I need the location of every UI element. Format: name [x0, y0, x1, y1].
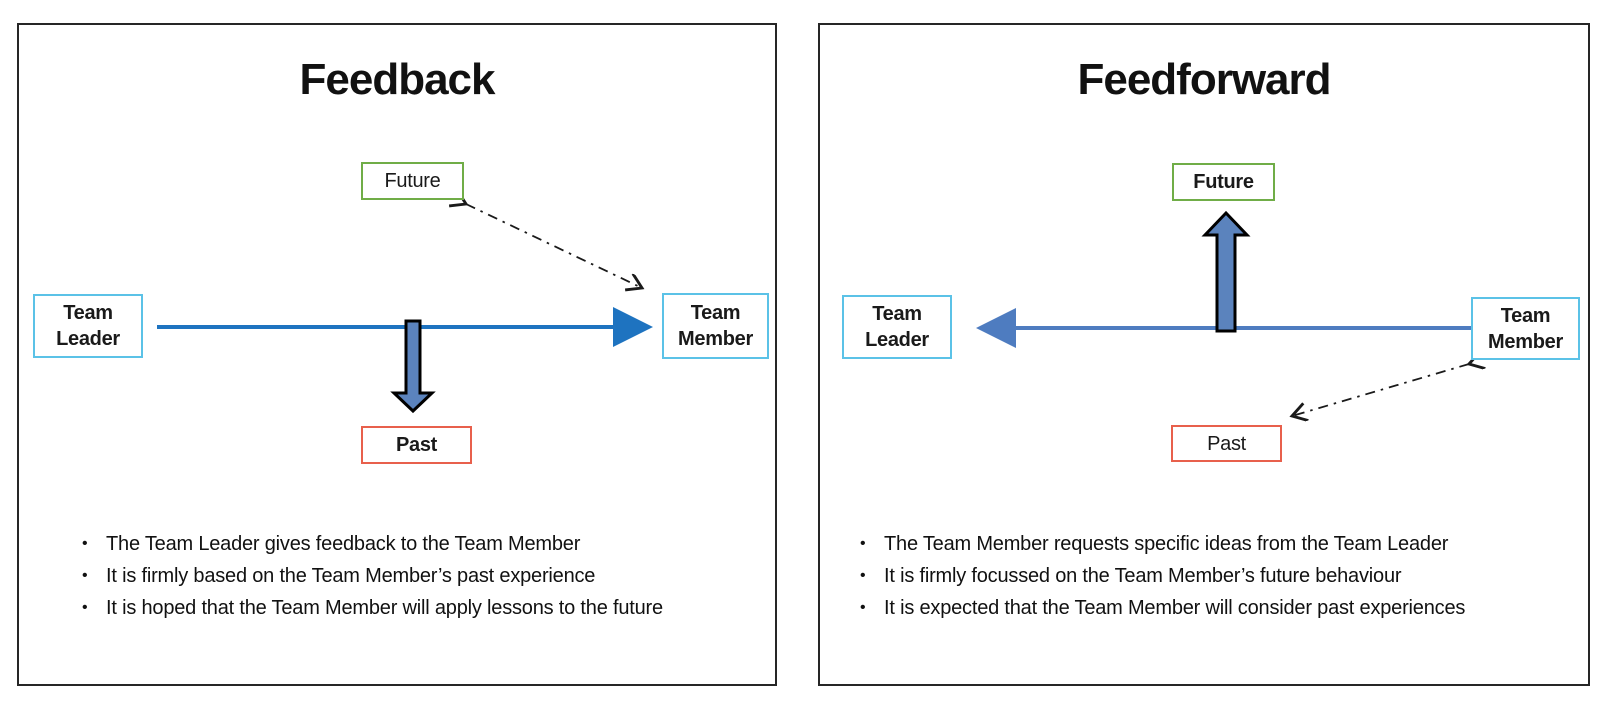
team-member-box: Team Member: [662, 293, 769, 359]
bullet-text: The Team Member requests specific ideas …: [884, 533, 1449, 555]
bullet-text: It is firmly based on the Team Member’s …: [106, 565, 596, 587]
past-label: Past: [395, 434, 438, 456]
team-leader-box: Team Leader: [33, 294, 143, 358]
team-leader-box: Team Leader: [842, 295, 952, 359]
future-label: Future: [1193, 171, 1254, 193]
feedforward-bullet-list: • The Team Member requests specific idea…: [820, 528, 1580, 624]
future-box: Future: [361, 162, 464, 200]
bullet-text: It is hoped that the Team Member will ap…: [106, 597, 663, 619]
bullet-text: The Team Leader gives feedback to the Te…: [106, 533, 581, 555]
bullet-icon: •: [860, 599, 866, 616]
future-box: Future: [1172, 163, 1275, 201]
list-item: • It is hoped that the Team Member will …: [82, 592, 767, 624]
feedforward-panel: Feedforward Future Team Leader: [818, 23, 1590, 686]
team-member-box: Team Member: [1471, 297, 1580, 360]
team-leader-label: Team Leader: [865, 303, 929, 351]
team-leader-label: Team Leader: [56, 302, 120, 350]
past-label: Past: [1207, 432, 1246, 455]
up-block-arrow-icon: [1201, 210, 1251, 333]
bullet-icon: •: [82, 599, 88, 616]
past-box: Past: [1171, 425, 1282, 462]
bullet-icon: •: [82, 535, 88, 552]
list-item: • It is firmly focussed on the Team Memb…: [860, 560, 1580, 592]
bullet-icon: •: [860, 535, 866, 552]
list-item: • The Team Leader gives feedback to the …: [82, 528, 767, 560]
bullet-text: It is firmly focussed on the Team Member…: [884, 565, 1402, 587]
feedback-panel: Feedback Future Team Leader T: [17, 23, 777, 686]
feedforward-title: Feedforward: [1077, 55, 1331, 104]
team-member-label: Team Member: [1488, 304, 1563, 353]
past-box: Past: [361, 426, 472, 464]
feedback-title: Feedback: [299, 55, 496, 104]
list-item: • The Team Member requests specific idea…: [860, 528, 1580, 560]
list-item: • It is expected that the Team Member wi…: [860, 592, 1580, 624]
future-label: Future: [384, 170, 441, 192]
bullet-icon: •: [82, 567, 88, 584]
team-member-label: Team Member: [678, 302, 753, 350]
dash-dot-double-arrow-icon: [466, 204, 642, 288]
list-item: • It is firmly based on the Team Member’…: [82, 560, 767, 592]
down-block-arrow-icon: [390, 319, 436, 414]
bullet-text: It is expected that the Team Member will…: [884, 597, 1466, 619]
dash-dot-double-arrow-icon: [1292, 364, 1469, 416]
bullet-icon: •: [860, 567, 866, 584]
feedback-bullet-list: • The Team Leader gives feedback to the …: [19, 528, 767, 624]
